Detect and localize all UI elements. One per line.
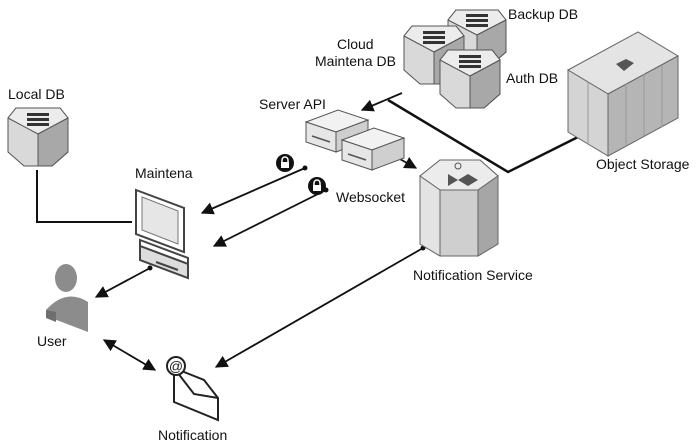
auth-db-label: Auth DB <box>506 70 559 86</box>
lock-badge-icon <box>308 177 326 195</box>
websocket-label: Websocket <box>336 189 405 205</box>
server-api-label: Server API <box>259 96 326 112</box>
arrow-websocket-maintena <box>212 187 329 247</box>
arrow-server-api-maintena <box>200 165 308 215</box>
notification-service-icon <box>419 159 499 257</box>
object-storage-icon <box>566 31 680 157</box>
maintena-label: Maintena <box>135 165 193 181</box>
lock-badge-icon <box>276 154 294 172</box>
notification-label: Notification <box>158 427 228 443</box>
arrow-notification-service-to-notification <box>214 245 426 368</box>
object-storage-label: Object Storage <box>596 156 690 172</box>
local-db-label: Local DB <box>8 86 65 102</box>
backup-db-label: Backup DB <box>508 6 579 22</box>
email-envelope-icon: @ <box>166 356 219 422</box>
user-silhouette-icon <box>46 264 88 332</box>
auth-db-icon <box>439 49 501 109</box>
notification-service-label: Notification Service <box>413 267 533 283</box>
svg-text:@: @ <box>169 358 183 374</box>
arrow-maintena-to-user <box>94 265 153 298</box>
arrow-notification-user <box>102 339 157 371</box>
maintena-computer-icon <box>135 188 189 280</box>
websocket-server-icon <box>340 127 406 171</box>
arrow-db-to-server-api <box>360 92 403 112</box>
user-label: User <box>37 333 67 349</box>
cloud-db-label-line1: Cloud <box>337 36 374 52</box>
connector-local-db-to-maintena <box>36 170 132 223</box>
local-db-icon <box>7 107 69 167</box>
connector-object-storage-to-db-cluster <box>387 98 589 174</box>
cloud-db-label-line2: Maintena DB <box>315 53 396 69</box>
arrow-websocket-to-notification-service <box>397 156 418 169</box>
